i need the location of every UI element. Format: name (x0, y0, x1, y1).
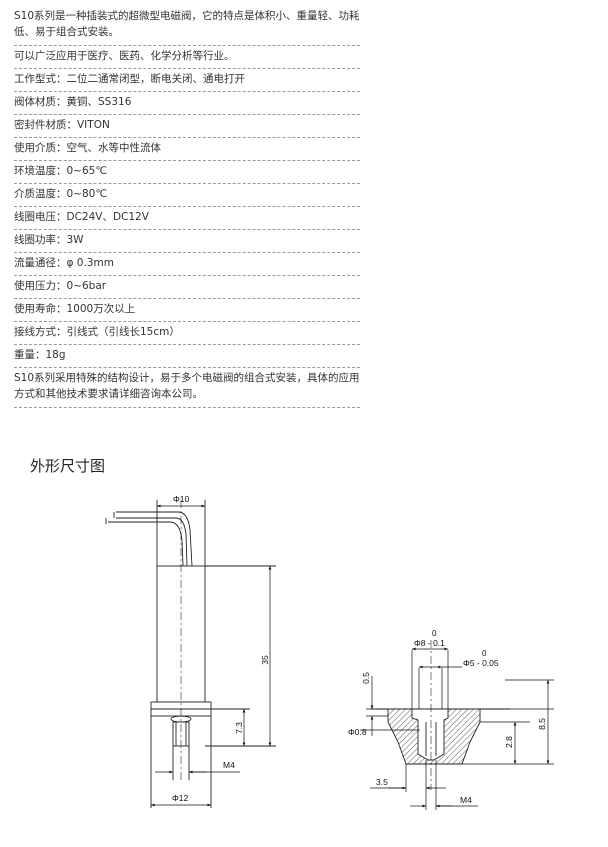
dim-hole: Φ0.8 (348, 727, 367, 737)
spec-medium-temp: 介质温度：0~80℃ (14, 184, 360, 207)
spec-list: S10系列是一种插装式的超微型电磁阀，它的特点是体积小、重量轻、功耗低、易于组合… (14, 6, 360, 408)
dim-depth: 0.5 (361, 672, 371, 684)
dim-base-diameter: Φ12 (172, 793, 189, 803)
left-valve-outline (105, 500, 276, 808)
left-dimensions (151, 504, 272, 807)
spec-weight: 重量：18g (14, 345, 360, 368)
dim-thread-right: M4 (460, 795, 472, 805)
dim-offset: 3.5 (376, 777, 388, 787)
dim-inner-diameter: Φ5 - 0.05 (463, 658, 499, 668)
spec-orifice: 流量通径：φ 0.3mm (14, 253, 360, 276)
spec-body-material: 阀体材质：黄铜、SS316 (14, 92, 360, 115)
spec-pressure: 使用压力：0~6bar (14, 276, 360, 299)
dim-height-2: 8.5 (537, 718, 547, 730)
dim-height: 35 (260, 655, 270, 665)
spec-coil-power: 线圈功率：3W (14, 230, 360, 253)
spec-working-type: 工作型式：二位二通常闭型，断电关闭、通电打开 (14, 69, 360, 92)
section-title: 外形尺寸图 (30, 457, 106, 475)
dim-thread: M4 (223, 760, 235, 770)
dim-thread-length: 7.3 (234, 722, 244, 734)
dim-tol-2: 0 (482, 649, 487, 658)
spec-wiring: 接线方式：引线式（引线长15cm） (14, 322, 360, 345)
spec-medium: 使用介质：空气、水等中性流体 (14, 138, 360, 161)
spec-intro: S10系列是一种插装式的超微型电磁阀，它的特点是体积小、重量轻、功耗低、易于组合… (14, 6, 360, 46)
dim-height-1: 2.8 (504, 736, 514, 748)
cavity-section (370, 640, 510, 790)
spec-note: S10系列采用特殊的结构设计，易于多个电磁阀的组合式安装，具体的应用方式和其他技… (14, 368, 360, 408)
spec-ambient-temp: 环境温度：0~65℃ (14, 161, 360, 184)
dim-outer-diameter: Φ8 - 0.1 (414, 638, 445, 648)
right-dimensions (360, 647, 554, 810)
spec-applications: 可以广泛应用于医疗、医药、化学分析等行业。 (14, 46, 360, 69)
spec-life: 使用寿命：1000万次以上 (14, 299, 360, 322)
spec-seal-material: 密封件材质：VITON (14, 115, 360, 138)
dim-tol-1: 0 (432, 629, 437, 638)
dim-top-diameter: Φ10 (173, 494, 190, 504)
spec-coil-voltage: 线圈电压：DC24V、DC12V (14, 207, 360, 230)
